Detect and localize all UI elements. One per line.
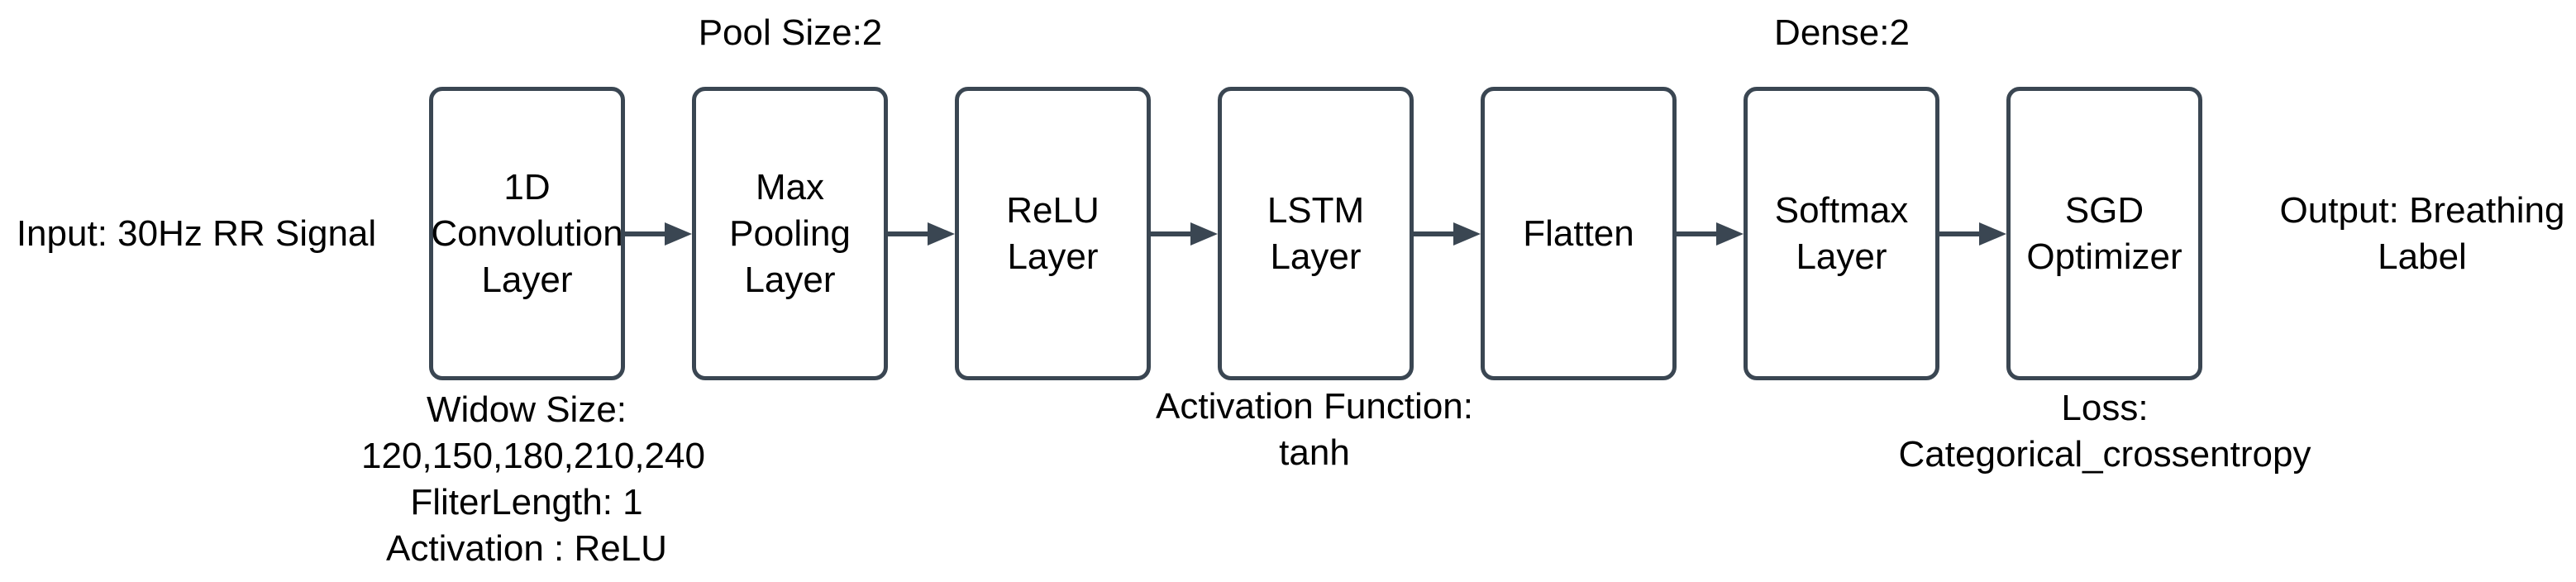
node-lstm-layer: LSTM Layer [1218,87,1414,380]
node-label: SGD Optimizer [2026,189,2182,277]
node-softmax-layer: Softmax Layer [1744,87,1939,380]
node-label: 1D Convolution Layer [431,166,623,300]
node-label: Flatten [1523,212,1634,254]
flow-arrow-4 [1414,222,1481,246]
annotation-lstm-activation: Activation Function: tanh [1156,386,1473,473]
annotation-pool-size: Pool Size:2 [698,12,883,53]
node-relu-layer: ReLU Layer [955,87,1151,380]
node-1d-convolution-layer: 1D Convolution Layer [429,87,625,380]
node-label: LSTM Layer [1267,189,1365,277]
annotation-dense: Dense:2 [1774,12,1910,53]
node-max-pooling-layer: Max Pooling Layer [692,87,888,380]
flow-arrow-6 [1939,222,2006,246]
input-label: Input: 30Hz RR Signal [16,212,377,254]
node-label: ReLU Layer [1006,189,1100,277]
annotation-loss: Loss: Categorical_crossentropy [1898,388,2311,475]
flow-arrow-1 [625,222,692,246]
annotation-conv-params: Widow Size: 120,150,180,210,240 FliterLe… [361,389,705,569]
flow-arrow-3 [1151,222,1218,246]
node-flatten: Flatten [1481,87,1677,380]
flow-arrow-5 [1677,222,1744,246]
node-label: Max Pooling Layer [729,166,851,300]
node-label: Softmax Layer [1774,189,1909,277]
flow-arrow-2 [888,222,955,246]
output-label: Output: Breathing Label [2279,189,2565,277]
node-sgd-optimizer: SGD Optimizer [2006,87,2202,380]
